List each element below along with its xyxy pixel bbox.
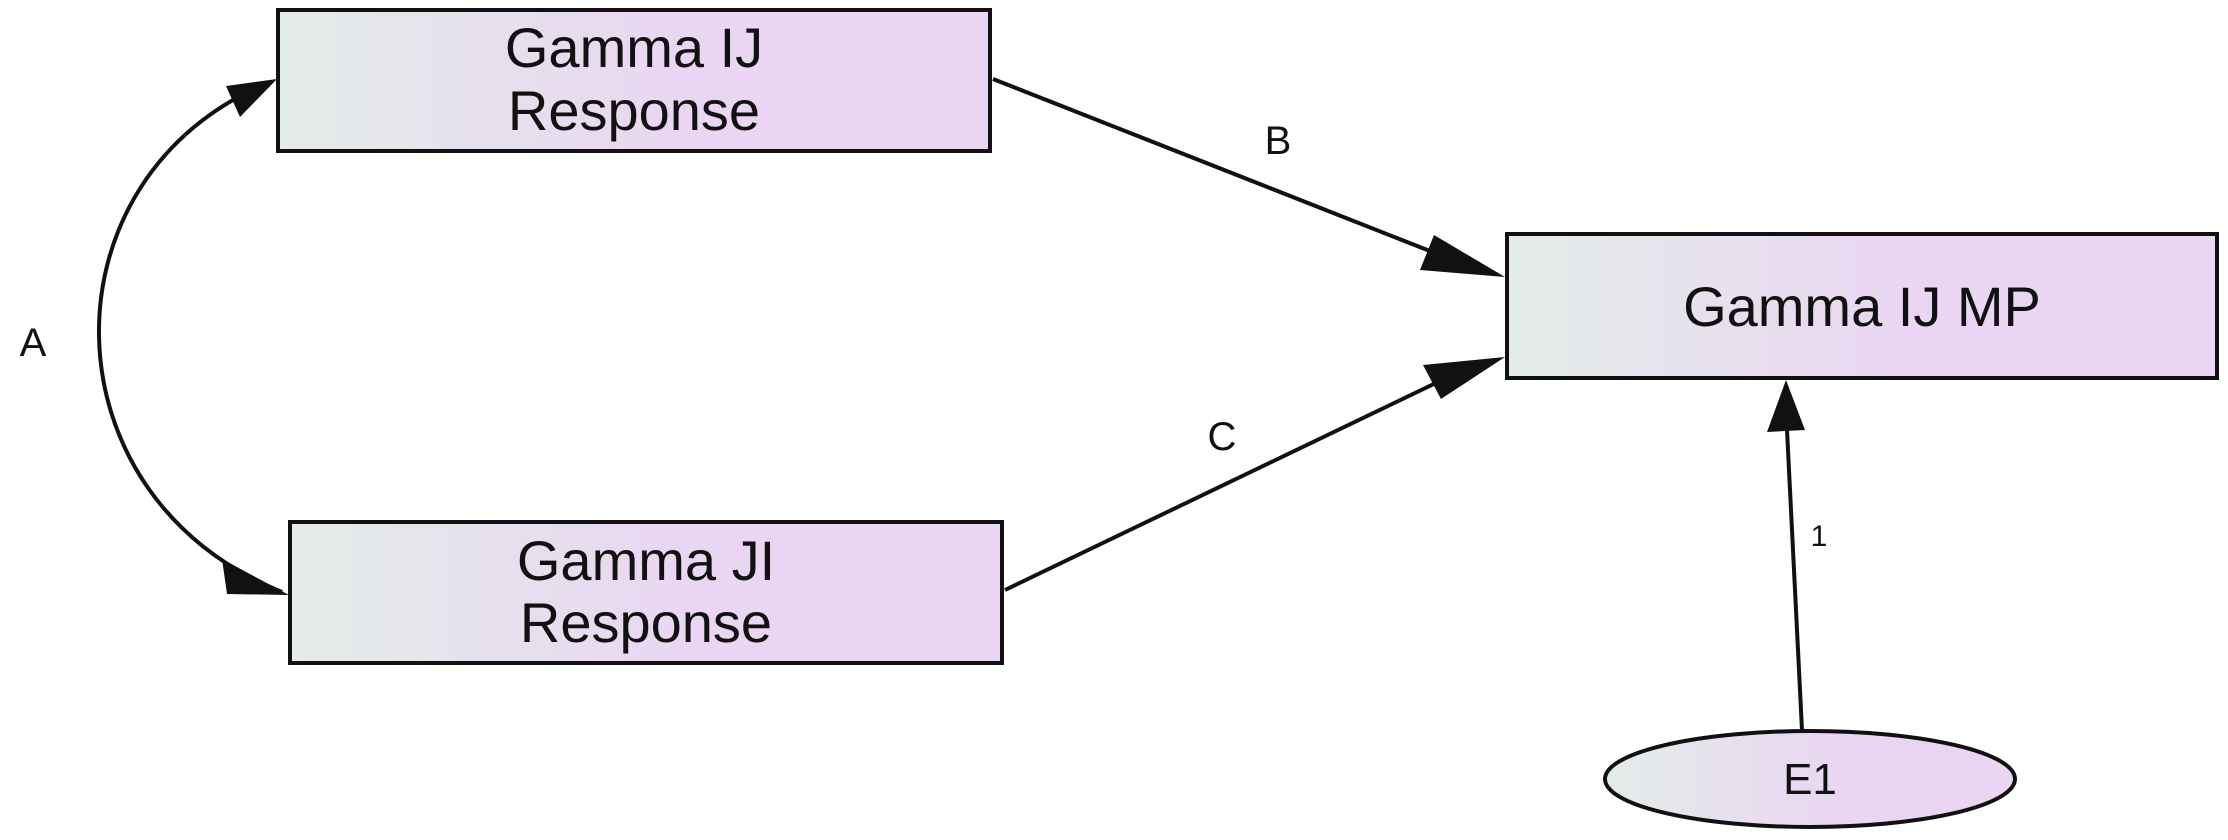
node-gamma-ij-mp-box	[1505, 232, 2219, 380]
node-gamma-ij-response: Gamma IJ Response	[276, 8, 992, 153]
edge-c-arrowhead	[1423, 357, 1505, 399]
edge-b-label: B	[1265, 119, 1292, 163]
node-gamma-ji-response: Gamma JI Response	[288, 520, 1004, 665]
node-gamma-ji-response-line1: Gamma JI	[517, 529, 775, 592]
edge-b-line	[992, 77, 1441, 257]
node-e1-ellipse	[1603, 729, 2017, 829]
edge-c: C	[1004, 357, 1505, 592]
edge-a-arrowhead-top	[226, 79, 277, 117]
edge-e1-arrowhead	[1767, 380, 1805, 432]
edge-a-label: A	[20, 321, 47, 365]
node-e1: E1	[1603, 729, 2017, 829]
node-gamma-ij-response-line1: Gamma IJ	[505, 16, 763, 79]
node-gamma-ij-mp: Gamma IJ MP	[1505, 232, 2219, 380]
edge-e1-line	[1785, 429, 1804, 731]
edge-e1-to-mp: 1	[1767, 380, 1828, 731]
edge-a: A	[20, 79, 289, 595]
node-gamma-ij-mp-label: Gamma IJ MP	[1683, 275, 2041, 338]
edge-b: B	[992, 77, 1505, 277]
edge-b-arrowhead	[1420, 235, 1505, 277]
edge-a-arrowhead-bottom	[222, 559, 289, 595]
edge-c-label: C	[1208, 415, 1237, 459]
node-gamma-ji-response-box	[288, 520, 1004, 665]
node-e1-label: E1	[1783, 755, 1837, 804]
edge-a-curve	[97, 80, 283, 594]
edge-e1-label: 1	[1811, 520, 1828, 553]
node-gamma-ij-response-box	[276, 8, 992, 153]
node-gamma-ij-response-line2: Response	[508, 79, 760, 142]
edge-c-line	[1004, 379, 1441, 592]
node-gamma-ji-response-line2: Response	[520, 591, 772, 654]
